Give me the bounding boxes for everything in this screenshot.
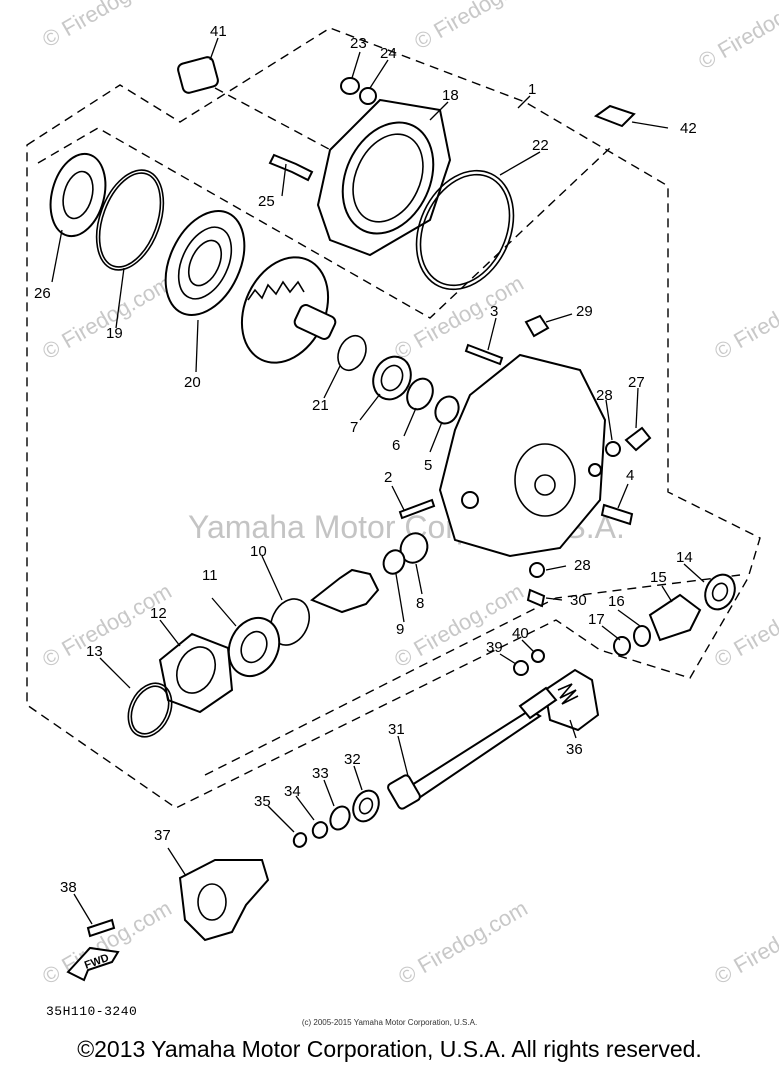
callout-5: 5: [424, 457, 432, 474]
watermark-mr: © Firedog.com: [710, 270, 779, 364]
callout-40: 40: [512, 625, 529, 642]
callout-labels: 41 23 24 18 1 42 22 25 26 19 20 21 7 6 5…: [34, 23, 697, 896]
callout-6: 6: [392, 437, 400, 454]
main-copyright: ©2013 Yamaha Motor Corporation, U.S.A. A…: [77, 1036, 702, 1062]
assembly-frames: [26, 27, 761, 809]
callout-36: 36: [566, 741, 583, 758]
callout-15: 15: [650, 569, 667, 586]
callout-28b: 28: [574, 557, 591, 574]
watermark-ll: © Firedog.com: [38, 578, 176, 672]
callout-31: 31: [388, 721, 405, 738]
callout-7: 7: [350, 419, 358, 436]
callout-14: 14: [676, 549, 693, 566]
callout-30: 30: [570, 592, 587, 609]
callout-10: 10: [250, 543, 267, 560]
callout-37: 37: [154, 827, 171, 844]
watermark-ml: © Firedog.com: [38, 270, 176, 364]
callout-42: 42: [680, 120, 697, 137]
watermark-bl: © Firedog.com: [38, 895, 176, 989]
callout-8: 8: [416, 595, 424, 612]
callout-4: 4: [626, 467, 634, 484]
callout-1: 1: [528, 81, 536, 98]
callout-27: 27: [628, 374, 645, 391]
callout-41: 41: [210, 23, 227, 40]
callout-39: 39: [486, 639, 503, 656]
callout-19: 19: [106, 325, 123, 342]
watermark-bc: © Firedog.com: [394, 895, 532, 989]
leader-lines: [51, 37, 705, 925]
callout-13: 13: [86, 643, 103, 660]
callout-20: 20: [184, 374, 201, 391]
watermark-tr: © Firedog.com: [410, 0, 548, 54]
callout-24: 24: [380, 45, 397, 62]
callout-17: 17: [588, 611, 605, 628]
diagram-code: 35H110-3240: [46, 1004, 138, 1019]
callout-12: 12: [150, 605, 167, 622]
watermark-r1: © Firedog.com: [694, 0, 779, 74]
callout-23: 23: [350, 35, 367, 52]
callout-25: 25: [258, 193, 275, 210]
callout-22: 22: [532, 137, 549, 154]
small-copyright: (c) 2005-2015 Yamaha Motor Corporation, …: [301, 1018, 478, 1027]
fwd-arrow-icon: [66, 946, 120, 982]
part-shapes: FWD: [49, 56, 736, 982]
callout-9: 9: [396, 621, 404, 638]
callout-26: 26: [34, 285, 51, 302]
callout-33: 33: [312, 765, 329, 782]
callout-38: 38: [60, 879, 77, 896]
callout-2: 2: [384, 469, 392, 486]
callout-16: 16: [608, 593, 625, 610]
callout-32: 32: [344, 751, 361, 768]
callout-29: 29: [576, 303, 593, 320]
watermark-br: © Firedog.com: [710, 895, 779, 989]
callout-11: 11: [202, 567, 218, 584]
watermark-tl: © Firedog.com: [38, 0, 176, 52]
callout-18: 18: [442, 87, 459, 104]
callout-28a: 28: [596, 387, 613, 404]
callout-34: 34: [284, 783, 301, 800]
callout-35: 35: [254, 793, 271, 810]
callout-3: 3: [490, 303, 498, 320]
callout-21: 21: [312, 397, 329, 414]
